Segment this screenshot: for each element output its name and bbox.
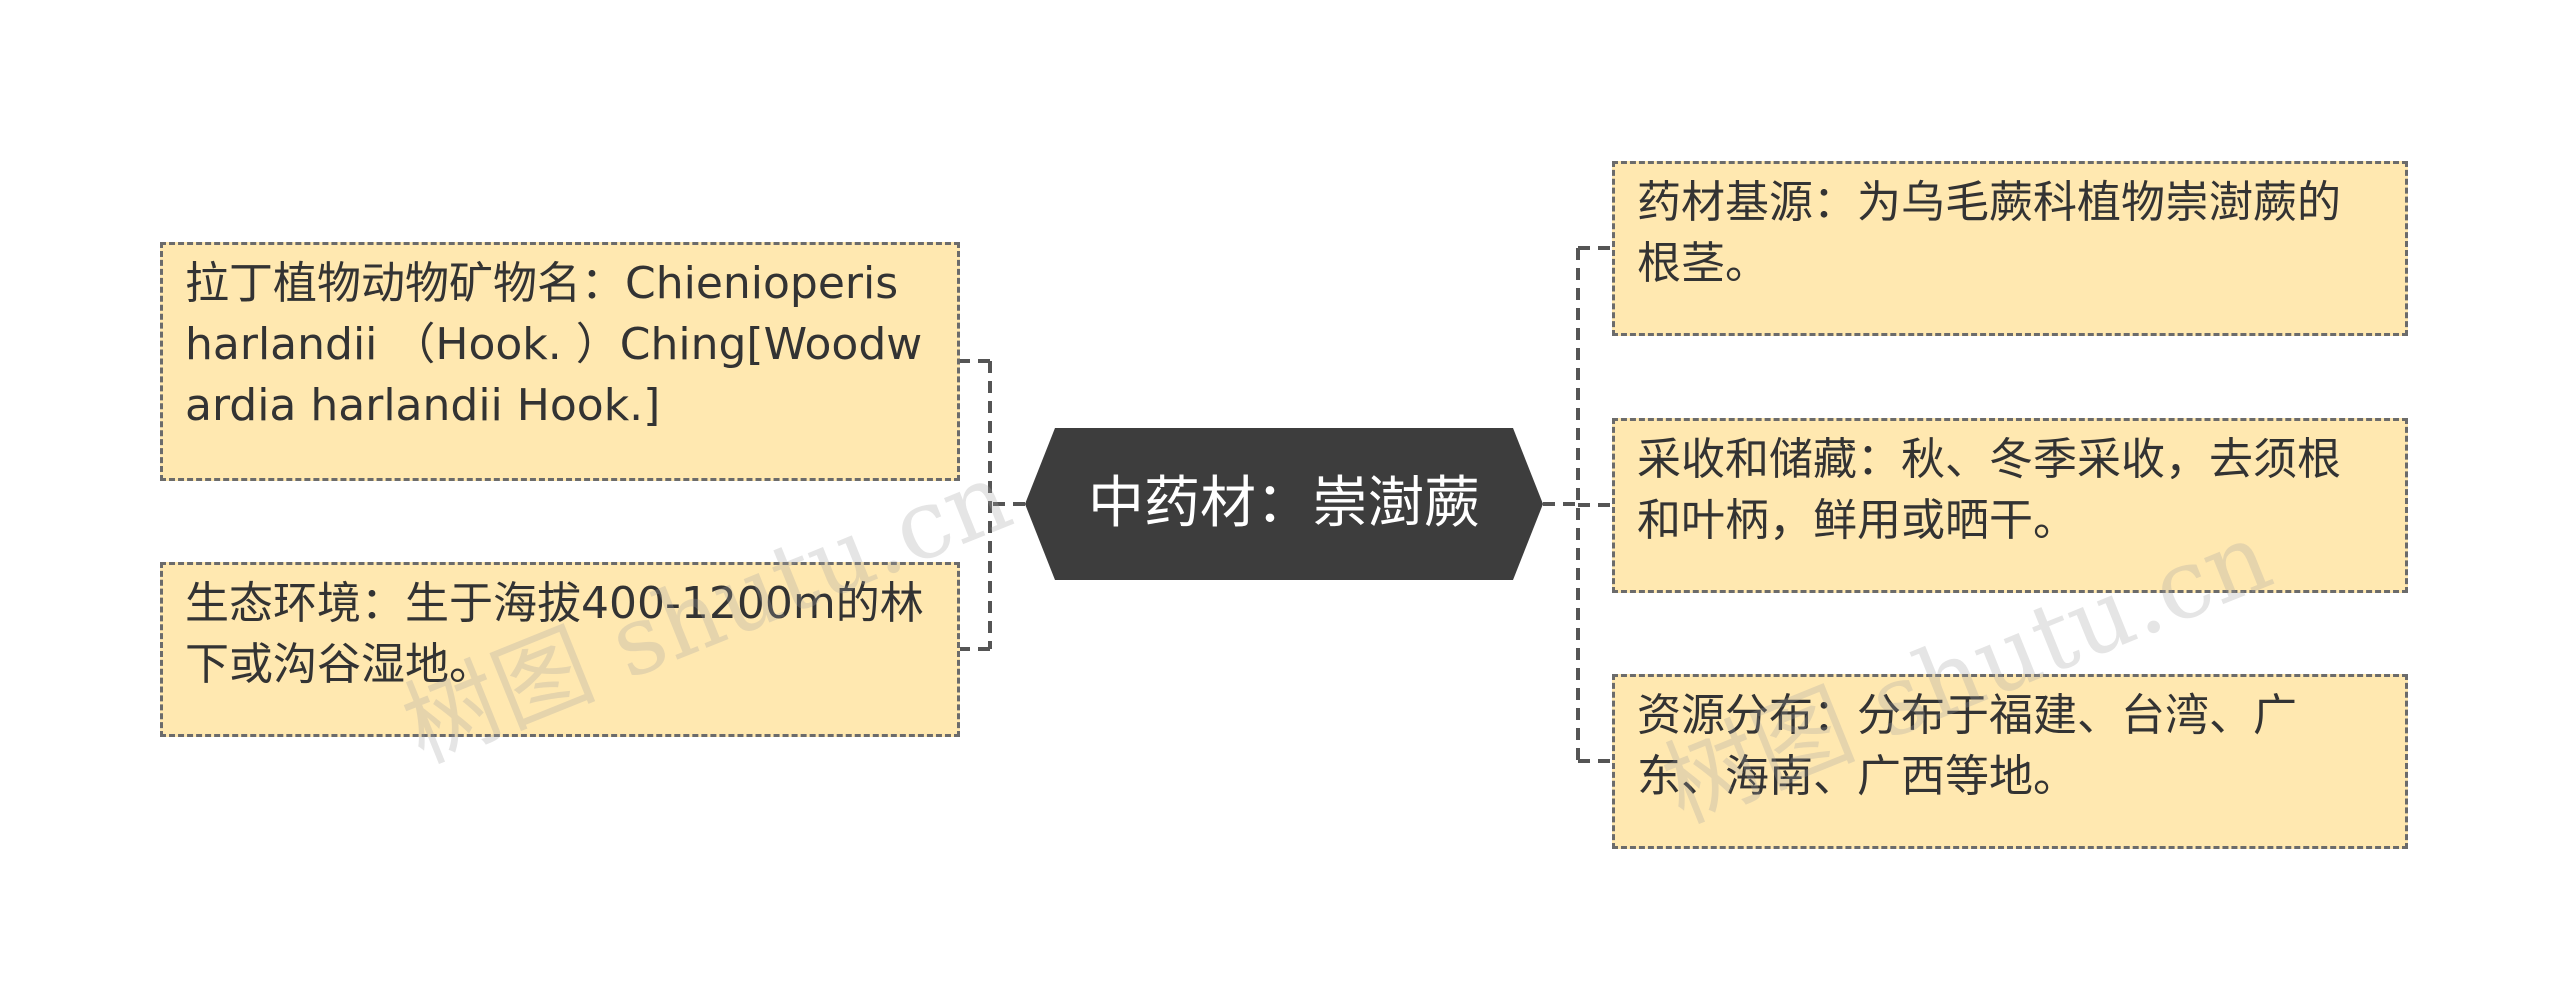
center-node-label: 中药材：崇澍蕨 <box>1088 471 1480 536</box>
node-habitat[interactable]: 生态环境：生于海拔400-1200m的林下或沟谷湿地。 <box>160 562 960 737</box>
node-latin-name[interactable]: 拉丁植物动物矿物名：Chienioperis harlandii （Hook. … <box>160 242 960 481</box>
node-harvest-storage[interactable]: 采收和储藏：秋、冬季采收，去须根和叶柄，鲜用或晒干。 <box>1612 418 2408 593</box>
node-resource-distribution[interactable]: 资源分布：分布于福建、台湾、广东、海南、广西等地。 <box>1612 674 2408 849</box>
node-medicinal-source[interactable]: 药材基源：为乌毛蕨科植物崇澍蕨的根茎。 <box>1612 161 2408 336</box>
center-node[interactable]: 中药材：崇澍蕨 <box>1025 428 1543 580</box>
center-node-shape <box>1025 428 1543 580</box>
